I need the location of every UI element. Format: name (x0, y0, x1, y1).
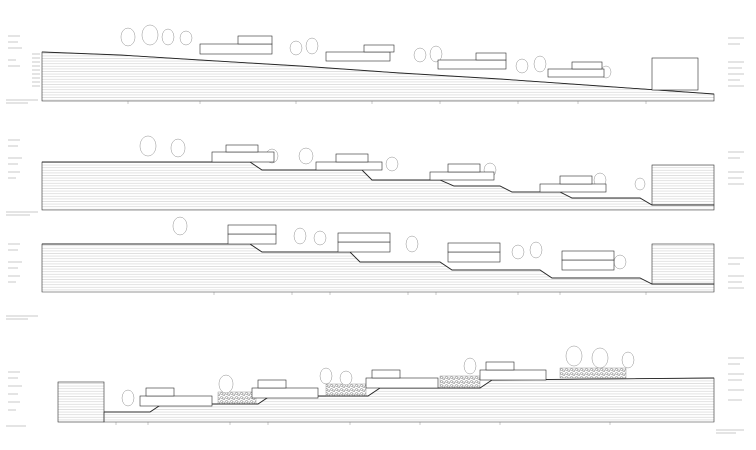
section-3 (6, 216, 744, 320)
section-1-trees (120, 24, 612, 79)
section-4-ground-line (104, 377, 715, 413)
section-4-legend-left (6, 371, 26, 427)
section-1-houses (199, 35, 699, 91)
section-3-grid-ticks (213, 292, 647, 295)
section-2-legend-right (728, 151, 744, 185)
section-4-houses (139, 361, 547, 407)
section-2-houses (211, 144, 715, 206)
section-3-ground-line (42, 243, 714, 285)
section-4-left-block (57, 381, 105, 423)
section-4-trees (121, 345, 635, 407)
section-3-legend-left (6, 243, 38, 320)
section-4-shrubs (217, 367, 627, 405)
section-2-ground-line (42, 161, 714, 206)
section-2-legend-left (6, 139, 38, 216)
section-4-legend-right (716, 357, 744, 434)
section-1-ground-line (41, 51, 715, 95)
section-4-grid-ticks (115, 422, 611, 425)
section-1-grid-ticks (127, 101, 647, 104)
section-1-legend-right (728, 37, 744, 87)
section-3-trees (172, 216, 627, 270)
section-3-houses (227, 224, 715, 285)
section-4 (6, 345, 744, 434)
section-1 (6, 24, 744, 104)
section-2 (6, 135, 744, 216)
section-1-legend-left (6, 35, 40, 104)
section-3-legend-right (728, 257, 744, 289)
